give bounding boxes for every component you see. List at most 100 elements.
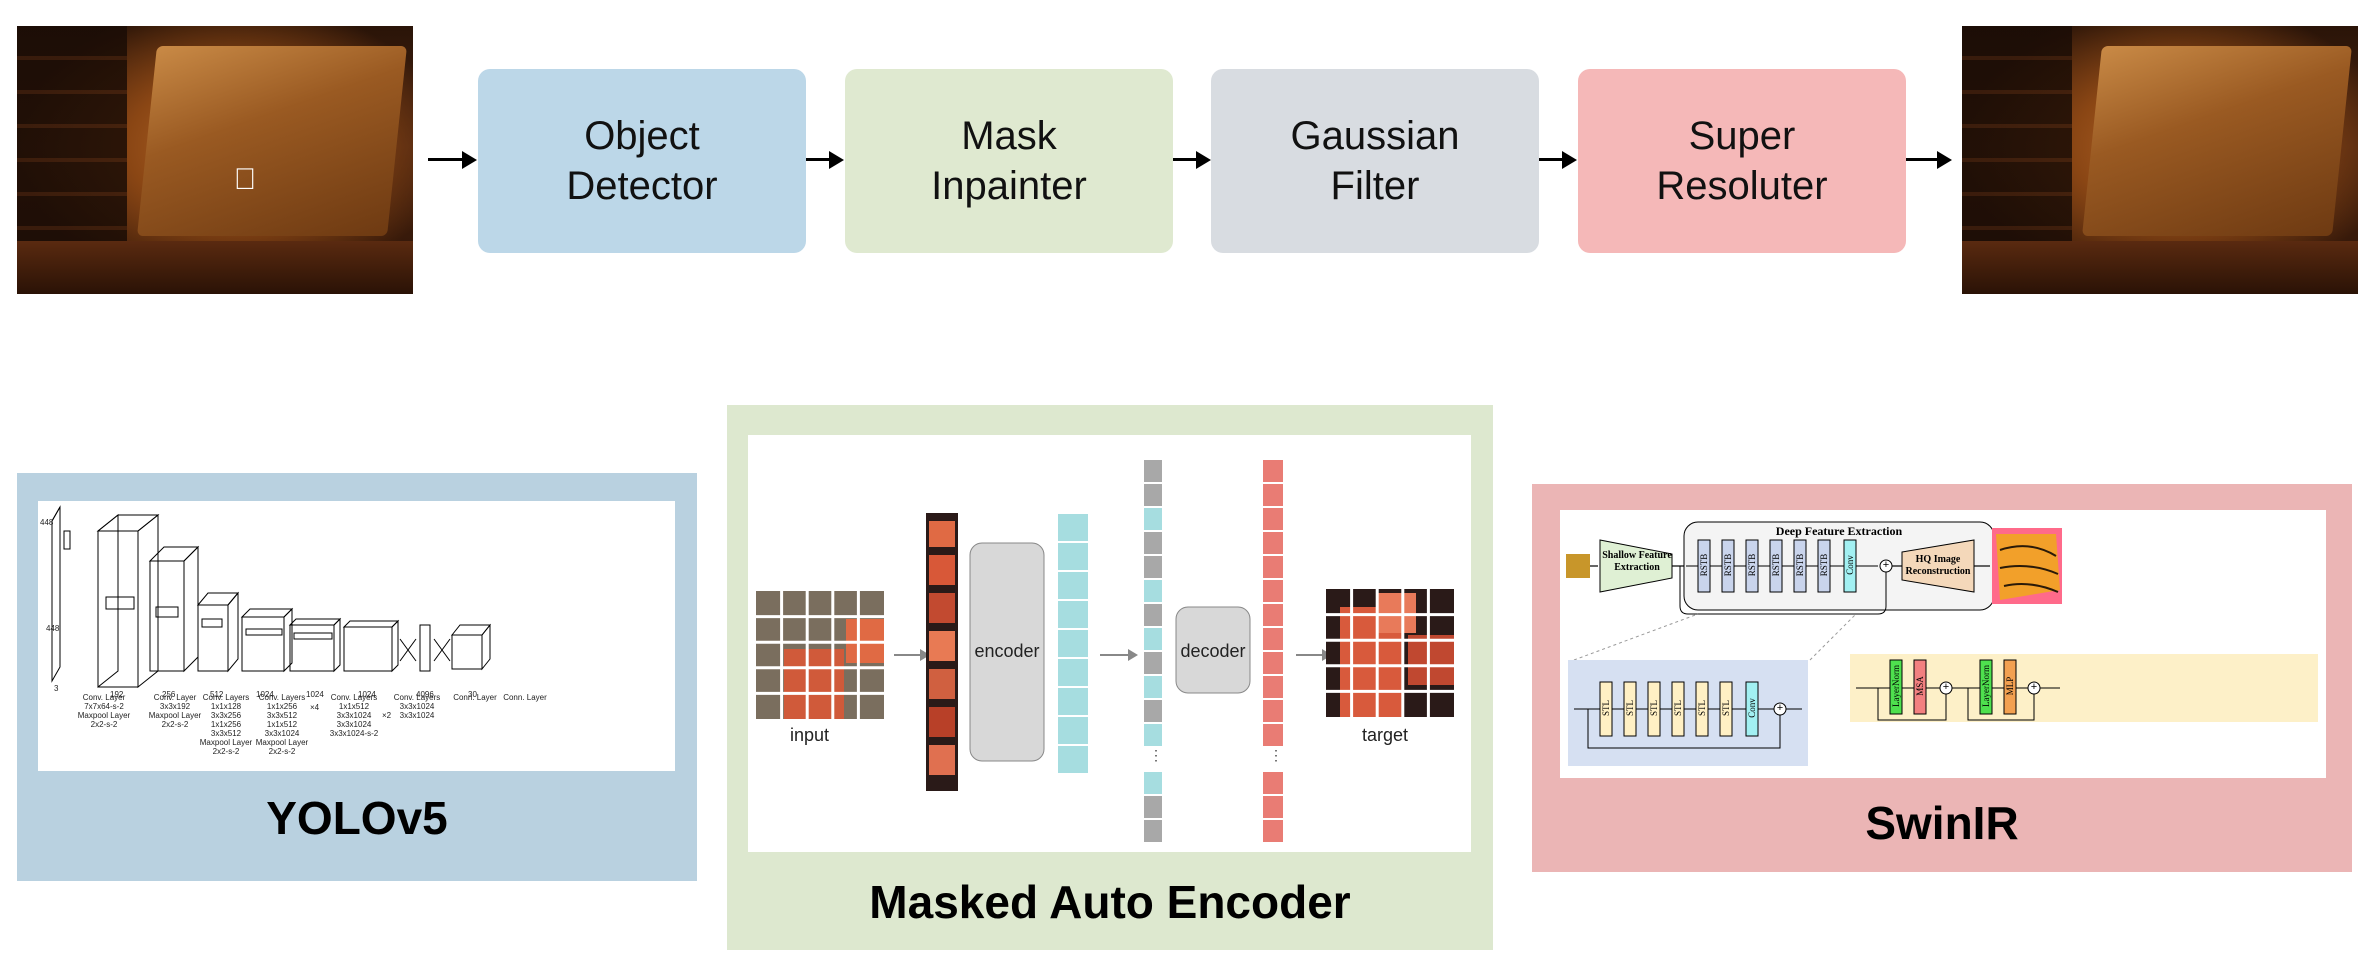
fc2-top (450, 624, 492, 636)
layer-caption: Conv. Layers 1x1x128 3x3x256 1x1x256 3x3… (199, 693, 253, 756)
arrow-line (806, 158, 830, 161)
conv1-right (137, 513, 159, 689)
layer-caption: Conv. Layers 3x3x1024 3x3x1024 (393, 693, 441, 720)
stl-label: STL (1601, 700, 1611, 717)
depth-label: 1024 (306, 690, 324, 699)
stage-super-resoluter: Super Resoluter (1578, 69, 1906, 253)
msa-label: MSA (1915, 676, 1925, 696)
plus-sign: + (1776, 702, 1784, 714)
input-size-label: 448 (46, 624, 60, 633)
arrow-line (1906, 158, 1938, 161)
conv3-right (227, 591, 239, 673)
mae-diagram: input encoder decoder ⋮ ⋮ target (748, 435, 1471, 852)
stage-label: Gaussian Filter (1290, 114, 1460, 208)
mlp-label: MLP (2005, 676, 2015, 696)
input-plane (51, 505, 61, 683)
depth-label: 192 (110, 690, 124, 699)
conv5-kernel (293, 632, 333, 640)
arrow-head-icon (462, 151, 477, 169)
full-token-sequence (1142, 458, 1164, 844)
desk (1962, 241, 2358, 294)
ellipsis: ⋮ (1269, 747, 1283, 763)
yolo-panel: 448 448 3 192 256 512 1024 1024 1024 409… (17, 473, 697, 881)
hq-reconstruction-block (1901, 539, 1975, 593)
conv-label: Conv (1747, 698, 1757, 718)
conv3-kernel (201, 618, 223, 628)
depth-label: 30 (468, 690, 477, 699)
target-label: target (1362, 725, 1409, 745)
msa-block (1913, 659, 1927, 715)
conv1-top (96, 514, 160, 532)
mae-architecture-svg (756, 458, 1454, 844)
shallow-feature-block (1599, 539, 1673, 593)
output-image (1962, 26, 2358, 294)
layer-caption: Conv. Layer 3x3x192 Maxpool Layer 2x2-s-… (148, 693, 202, 729)
swinir-panel: Deep Feature Extraction Shallow Feature … (1532, 484, 2352, 872)
conv2-kernel (155, 606, 179, 618)
plus-sign: + (1942, 681, 1950, 693)
stage-label: Mask Inpainter (931, 114, 1087, 208)
swinir-architecture-svg (1566, 521, 2318, 766)
arrow-line (1173, 158, 1197, 161)
add-icon (2027, 681, 2041, 695)
desk (17, 241, 413, 294)
input-thumbnail (1566, 554, 1590, 578)
laptop-lid (137, 46, 407, 236)
plus-sign: + (2030, 681, 2038, 693)
yolo-architecture-svg: 448 448 3 192 256 512 1024 1024 1024 409… (40, 505, 492, 699)
hq-reconstruction-label: HQ Image Reconstruction (1905, 554, 1971, 577)
deep-feature-title: Deep Feature Extraction (1775, 524, 1903, 538)
rstb-label: RSTB (1771, 553, 1781, 577)
rstb-label: RSTB (1747, 553, 1757, 577)
depth-label: 512 (210, 690, 224, 699)
conv5-front (289, 624, 335, 672)
input-kernel (63, 530, 71, 550)
layer-caption: Conn. Layer (453, 693, 497, 702)
layer-caption: Conv. Layers 1x1x256 3x3x512 1x1x512 3x3… (255, 693, 309, 756)
depth-label: 1024 (358, 690, 376, 699)
plus-sign: + (1882, 559, 1890, 571)
stage-object-detector: Object Detector (478, 69, 806, 253)
swinir-title: SwinIR (1865, 797, 2019, 849)
output-butterfly (1992, 528, 2062, 604)
conv1-kernel (105, 596, 135, 610)
conv6-right (391, 619, 399, 673)
add-icon (1773, 702, 1787, 716)
stl-label: STL (1649, 700, 1659, 717)
conv6-top (342, 620, 400, 628)
rstb-label: RSTB (1723, 553, 1733, 577)
ellipsis: ⋮ (1149, 747, 1163, 763)
encoder-box (969, 542, 1045, 762)
conv-label: Conv (1845, 555, 1855, 575)
layernorm-block (1889, 659, 1903, 715)
stl-label: STL (1697, 700, 1707, 717)
arrow-line (1539, 158, 1563, 161)
arrow-head-icon (1562, 151, 1577, 169)
depth-label: 4096 (416, 690, 434, 699)
shallow-feature-label: Shallow Feature Extraction (1602, 550, 1672, 573)
yolo-diagram: 448 448 3 192 256 512 1024 1024 1024 409… (38, 501, 675, 771)
decoder-label: decoder (1180, 641, 1246, 661)
conv4-right (283, 607, 293, 673)
layer-caption: Conv. Layer 7x7x64-s-2 Maxpool Layer 2x2… (77, 693, 131, 729)
input-image:  (17, 26, 413, 294)
layernorm-block (1979, 659, 1993, 715)
input-label: input (790, 725, 830, 745)
conv2-right (183, 545, 199, 673)
arrow-head-icon (1937, 151, 1952, 169)
conv3-top (196, 592, 240, 606)
visible-patches (926, 513, 958, 791)
stl-label: STL (1625, 700, 1635, 717)
decoded-tokens (1261, 458, 1285, 844)
depth-label: 256 (162, 690, 176, 699)
rstb-label: RSTB (1795, 553, 1805, 577)
repeat-label: ×2 (382, 711, 392, 720)
target-grid (1326, 589, 1454, 717)
decoder-box (1175, 606, 1251, 694)
stage-mask-inpainter: Mask Inpainter (845, 69, 1173, 253)
mae-panel: input encoder decoder ⋮ ⋮ target Masked … (727, 405, 1493, 950)
stl-label: STL (1721, 700, 1731, 717)
yolo-title: YOLOv5 (266, 792, 448, 844)
arrow-head-icon (1196, 151, 1211, 169)
stl-label: STL (1673, 700, 1683, 717)
